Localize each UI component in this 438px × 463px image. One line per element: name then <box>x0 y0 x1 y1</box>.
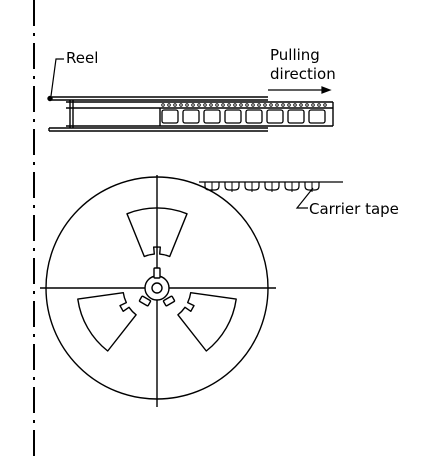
sprocket-hole <box>257 103 261 107</box>
sprocket-hole <box>323 103 327 107</box>
pulling-direction-arrow <box>268 86 332 94</box>
hub-key-top <box>153 267 161 279</box>
tape-pocket <box>224 109 242 124</box>
sprocket-hole <box>269 103 273 107</box>
tape-pocket <box>308 109 326 124</box>
tape-pocket <box>245 109 263 124</box>
tape-pockets <box>161 109 326 124</box>
sprocket-hole <box>245 103 249 107</box>
tape-sprocket-holes <box>161 103 327 107</box>
hub-key-left <box>138 295 152 307</box>
sprocket-hole <box>197 103 201 107</box>
reel-window-1 <box>126 207 188 258</box>
sprocket-hole <box>263 103 267 107</box>
tape-pocket <box>161 109 179 124</box>
sprocket-hole <box>161 103 165 107</box>
hub-key-right <box>162 295 176 307</box>
sprocket-hole <box>185 103 189 107</box>
reel-window-2 <box>177 292 237 352</box>
sprocket-hole <box>251 103 255 107</box>
tape-pocket <box>182 109 200 124</box>
sprocket-hole <box>233 103 237 107</box>
sprocket-hole <box>299 103 303 107</box>
reel-window-3 <box>77 292 137 352</box>
reel-hub-center <box>151 282 163 294</box>
sprocket-hole <box>275 103 279 107</box>
reel-hub-circle <box>144 275 170 301</box>
sprocket-hole <box>227 103 231 107</box>
reel-label: Reel <box>66 49 98 67</box>
sprocket-hole <box>317 103 321 107</box>
carrier-tape-label: Carrier tape <box>309 200 399 218</box>
sprocket-hole <box>239 103 243 107</box>
carrier-tape-pockets <box>204 182 320 192</box>
reel-leader-line <box>50 58 64 97</box>
tape-pocket <box>287 109 305 124</box>
sprocket-hole <box>167 103 171 107</box>
reel-windows <box>77 207 237 352</box>
sprocket-hole <box>179 103 183 107</box>
sprocket-hole <box>221 103 225 107</box>
sprocket-hole <box>305 103 309 107</box>
carrier-tape-leader-line <box>295 187 314 209</box>
reel-hub <box>138 267 176 307</box>
tape-pocket <box>266 109 284 124</box>
sprocket-hole <box>293 103 297 107</box>
pulling-direction-label-line2: direction <box>270 65 336 83</box>
pulling-direction-label-line1: Pulling <box>270 46 320 64</box>
sprocket-hole <box>311 103 315 107</box>
reel-pointer-dot <box>47 95 53 102</box>
tape-pocket <box>203 109 221 124</box>
reel-side-view <box>47 95 334 132</box>
sprocket-hole <box>173 103 177 107</box>
sprocket-hole <box>203 103 207 107</box>
sprocket-hole <box>281 103 285 107</box>
sprocket-hole <box>215 103 219 107</box>
sprocket-hole <box>287 103 291 107</box>
sprocket-hole <box>209 103 213 107</box>
sprocket-hole <box>191 103 195 107</box>
